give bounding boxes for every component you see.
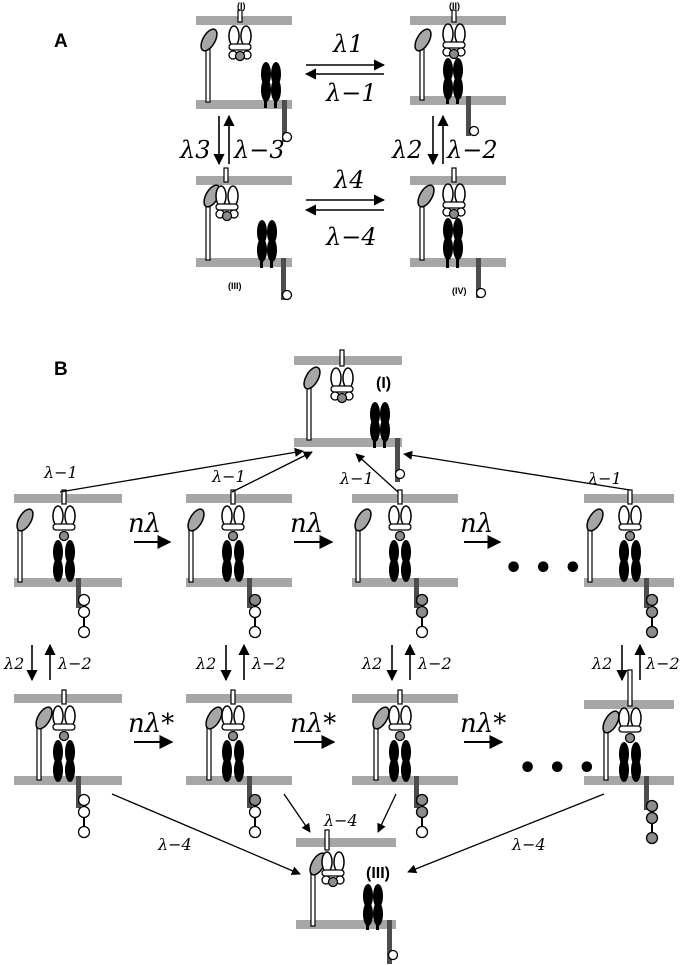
arrow-b-lm1-1 xyxy=(59,447,304,493)
rate-a-lambda-m3: λ−3 xyxy=(233,136,285,164)
arrow-b-lm1-3 xyxy=(355,453,399,493)
rate-a-lambda-m2: λ−2 xyxy=(446,136,498,164)
rate-a-lambda-m1: λ−1 xyxy=(325,79,377,107)
rate-b-nls-3: nλ* xyxy=(460,709,506,739)
rate-b-l2-2: λ2 xyxy=(195,654,216,673)
state-iv-complex xyxy=(410,167,506,299)
rate-b-lm1-3: λ−1 xyxy=(339,469,374,488)
state-b-top-complex xyxy=(294,349,406,482)
rate-b-lm2-1: λ−2 xyxy=(57,654,92,673)
rate-b-nl-3: nλ xyxy=(460,509,493,539)
panel-letter-a: A xyxy=(54,31,68,52)
rate-a-lambda-1: λ1 xyxy=(332,30,363,58)
arrow-b-lm4-3 xyxy=(377,793,397,833)
arrow-b-lm4-1 xyxy=(111,793,301,875)
arrow-b-lm1-4 xyxy=(403,450,631,491)
row1-complex-3 xyxy=(352,489,458,639)
rate-b-lm2-4: λ−2 xyxy=(645,654,680,673)
state-label-b-bottom: (III) xyxy=(366,865,390,882)
rate-a-lambda-3: λ3 xyxy=(179,136,210,164)
rate-b-lm1-4: λ−1 xyxy=(587,469,622,488)
state-i-complex xyxy=(196,9,293,143)
rate-b-l2-1: λ2 xyxy=(3,654,24,673)
state-iii-complex xyxy=(196,167,293,301)
state-b-bottom-complex xyxy=(296,829,399,964)
rate-b-l2-3: λ2 xyxy=(361,654,382,673)
rate-b-lm1-2: λ−1 xyxy=(211,467,246,486)
row2-complex-3 xyxy=(352,689,458,839)
rate-b-lm4-3: λ−4 xyxy=(511,835,546,854)
row2-complex-2 xyxy=(186,689,292,839)
rate-a-lambda-2: λ2 xyxy=(391,136,422,164)
row2-complex-1 xyxy=(14,689,122,839)
state-label-ii: (II) xyxy=(449,1,460,11)
row2-complex-4 xyxy=(584,669,674,845)
ellipsis-row-1: • • • xyxy=(504,551,582,586)
panel-letter-b: B xyxy=(54,359,68,380)
rate-b-lm4-2: λ−4 xyxy=(323,811,358,830)
row1-complex-4 xyxy=(584,489,674,639)
rate-a-lambda-m4: λ−4 xyxy=(325,223,377,251)
rate-b-l2-4: λ2 xyxy=(591,654,612,673)
ellipsis-row-2: • • • xyxy=(518,751,596,786)
arrow-b-lm4-2 xyxy=(283,793,311,833)
rate-b-nl-2: nλ xyxy=(290,509,323,539)
rate-b-nls-1: nλ* xyxy=(128,709,174,739)
rate-b-lm2-2: λ−2 xyxy=(251,654,286,673)
state-label-iv: (IV) xyxy=(452,286,467,296)
state-label-b-top: (I) xyxy=(376,375,391,392)
row1-complex-1 xyxy=(14,489,122,639)
rate-b-nls-2: nλ* xyxy=(290,709,336,739)
rate-b-lm1-1: λ−1 xyxy=(43,463,78,482)
arrow-b-lm1-2 xyxy=(231,451,313,493)
rate-b-lm4-1: λ−4 xyxy=(157,835,192,854)
rate-b-lm2-3: λ−2 xyxy=(417,654,452,673)
state-label-i: (I) xyxy=(237,1,246,11)
row1-complex-2 xyxy=(186,489,292,639)
state-ii-complex xyxy=(410,9,506,137)
rate-a-lambda-4: λ4 xyxy=(333,166,364,194)
rate-b-nl-1: nλ xyxy=(128,509,161,539)
state-label-iii: (III) xyxy=(228,281,242,291)
arrow-b-lm4-4 xyxy=(407,793,605,874)
